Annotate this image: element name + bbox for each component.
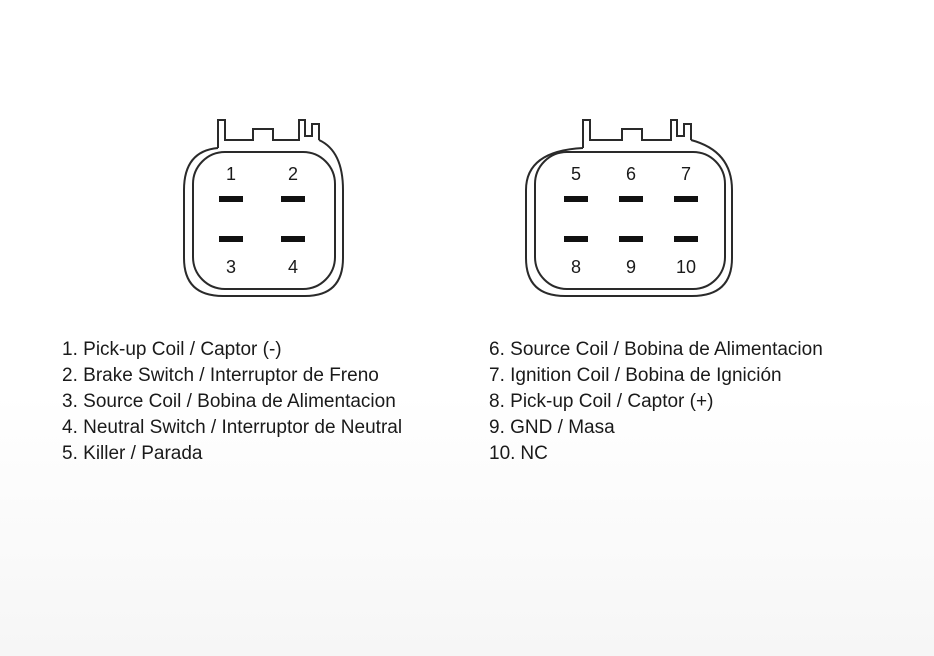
pin-8-label: 8 (571, 257, 581, 277)
legend-item-text: Source Coil / Bobina de Alimentacion (510, 339, 823, 360)
legend-item-number: 5. (62, 443, 78, 464)
pin-9-terminal (619, 236, 643, 242)
legend-item: 4. Neutral Switch / Interruptor de Neutr… (62, 415, 402, 441)
legend-item-number: 2. (62, 365, 78, 386)
legend-item-text: GND / Masa (510, 417, 615, 438)
pin-7-label: 7 (681, 164, 691, 184)
pin-legend-left: 1. Pick-up Coil / Captor (-)2. Brake Swi… (62, 337, 402, 467)
connector-4-pin: 1 2 3 4 (178, 110, 358, 305)
legend-item-text: Brake Switch / Interruptor de Freno (83, 365, 379, 386)
legend-item: 6. Source Coil / Bobina de Alimentacion (489, 337, 823, 363)
legend-item: 1. Pick-up Coil / Captor (-) (62, 337, 402, 363)
pin-3-label: 3 (226, 257, 236, 277)
legend-item: 5. Killer / Parada (62, 441, 402, 467)
legend-item-number: 6. (489, 339, 505, 360)
pin-10-terminal (674, 236, 698, 242)
legend-item-number: 8. (489, 391, 505, 412)
legend-item-text: Neutral Switch / Interruptor de Neutral (83, 417, 403, 438)
pin-8-terminal (564, 236, 588, 242)
legend-item-number: 4. (62, 417, 78, 438)
legend-item-number: 9. (489, 417, 505, 438)
pin-2-label: 2 (288, 164, 298, 184)
legend-item-number: 7. (489, 365, 505, 386)
pin-1-terminal (219, 196, 243, 202)
pin-5-terminal (564, 196, 588, 202)
connector-4-pin-drawing: 1 2 3 4 (183, 119, 344, 297)
connector-6-pin-inner-frame (534, 151, 726, 290)
legend-item-number: 3. (62, 391, 78, 412)
legend-item: 9. GND / Masa (489, 415, 823, 441)
connector-6-pin-housing (525, 119, 733, 297)
legend-item-text: Ignition Coil / Bobina de Ignición (510, 365, 782, 386)
legend-item-text: Killer / Parada (83, 443, 203, 464)
pin-9-label: 9 (626, 257, 636, 277)
pin-3-terminal (219, 236, 243, 242)
legend-item-number: 1. (62, 339, 78, 360)
pin-4-label: 4 (288, 257, 298, 277)
connector-6-pin-drawing: 5 6 7 8 9 10 (525, 119, 733, 297)
pin-4-terminal (281, 236, 305, 242)
legend-item-text: NC (520, 443, 548, 464)
legend-item-text: Pick-up Coil / Captor (+) (510, 391, 714, 412)
legend-item: 2. Brake Switch / Interruptor de Freno (62, 363, 402, 389)
pin-10-label: 10 (676, 257, 696, 277)
legend-item: 10. NC (489, 441, 823, 467)
pin-2-terminal (281, 196, 305, 202)
connector-4-pin-inner-frame (192, 151, 336, 290)
legend-item-text: Pick-up Coil / Captor (-) (83, 339, 282, 360)
pin-7-terminal (674, 196, 698, 202)
pin-5-label: 5 (571, 164, 581, 184)
pin-6-terminal (619, 196, 643, 202)
pin-1-label: 1 (226, 164, 236, 184)
legend-item-text: Source Coil / Bobina de Alimentacion (83, 391, 396, 412)
legend-item: 8. Pick-up Coil / Captor (+) (489, 389, 823, 415)
legend-item: 3. Source Coil / Bobina de Alimentacion (62, 389, 402, 415)
legend-item-number: 10. (489, 443, 516, 464)
pin-6-label: 6 (626, 164, 636, 184)
legend-item: 7. Ignition Coil / Bobina de Ignición (489, 363, 823, 389)
connector-4-pin-housing (183, 119, 344, 297)
connector-6-pin: 5 6 7 8 9 10 (520, 110, 742, 305)
